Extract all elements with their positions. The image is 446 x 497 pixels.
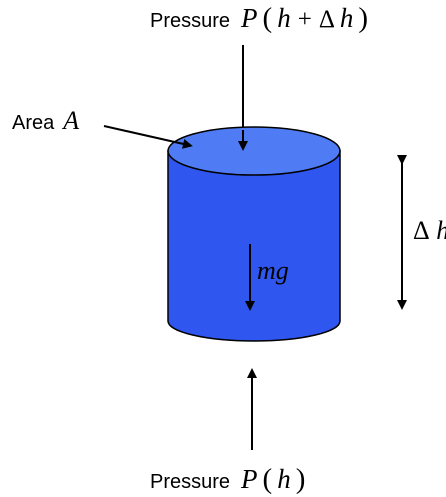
height-label: Δ h bbox=[413, 216, 446, 245]
area-pointer-arrow bbox=[103, 125, 193, 149]
pressure-bottom-label: Pressure P ( h ) bbox=[150, 463, 305, 495]
cylinder-body bbox=[167, 150, 341, 342]
weight-label: mg bbox=[257, 256, 289, 285]
cylinder-top-area bbox=[167, 126, 341, 176]
pressure-top-label: Pressure P ( h + Δ h ) bbox=[150, 2, 368, 34]
area-label: Area A bbox=[12, 106, 79, 135]
